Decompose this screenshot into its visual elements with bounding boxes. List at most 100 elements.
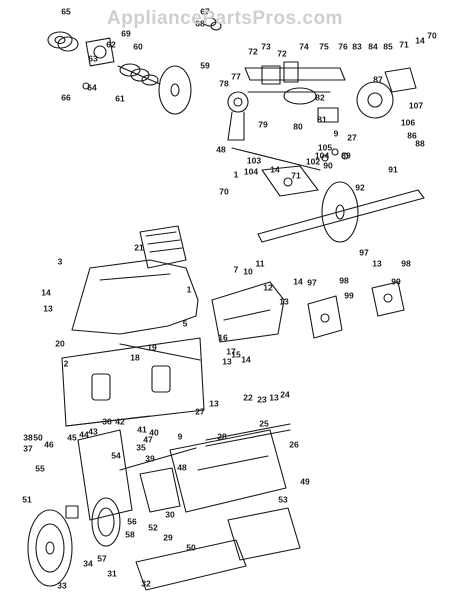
callout-label: 82	[315, 92, 325, 102]
callout-label: 51	[22, 494, 32, 504]
gear-shaft-assembly	[227, 61, 417, 197]
callout-label: 76	[338, 41, 348, 51]
callout-label: 32	[141, 578, 151, 588]
callout-label: 41	[137, 424, 147, 434]
callout-label: 55	[35, 463, 45, 473]
callout-label: 104	[315, 150, 329, 160]
callout-label: 19	[147, 342, 157, 352]
callout-label: 1	[187, 284, 192, 294]
callout-label: 14	[293, 276, 303, 286]
callout-label: 77	[231, 71, 241, 81]
callout-label: 78	[219, 78, 229, 88]
callout-label: 48	[216, 144, 226, 154]
discharge-chute	[139, 429, 287, 513]
callout-label: 9	[334, 128, 339, 138]
callout-label: 85	[383, 41, 393, 51]
callout-label: 13	[372, 258, 382, 268]
engine	[139, 225, 187, 269]
callout-label: 105	[318, 142, 332, 152]
callout-label: 83	[352, 41, 362, 51]
callout-label: 34	[83, 558, 93, 568]
callout-label: 43	[88, 426, 98, 436]
callout-label: 33	[57, 580, 67, 590]
callout-label: 71	[291, 170, 301, 180]
callout-label: 15	[231, 349, 241, 359]
small-gear-set	[203, 17, 222, 31]
callout-label: 42	[115, 416, 125, 426]
callout-label: 97	[359, 247, 369, 257]
callout-label: 86	[407, 130, 417, 140]
callout-label: 40	[149, 427, 159, 437]
callout-label: 46	[44, 439, 54, 449]
callout-label: 56	[127, 516, 137, 526]
callout-label: 79	[258, 119, 268, 129]
callout-label: 102	[306, 156, 320, 166]
callout-label: 13	[209, 398, 219, 408]
callout-label: 22	[243, 392, 253, 402]
callout-label: 88	[415, 138, 425, 148]
callout-label: 12	[263, 282, 273, 292]
engine-pulley-assembly	[47, 31, 192, 115]
callout-label: 69	[121, 28, 131, 38]
callout-label: 30	[165, 509, 175, 519]
callout-label: 89	[341, 150, 351, 160]
main-frame	[61, 337, 205, 427]
callout-label: 70	[427, 30, 437, 40]
callout-label: 65	[61, 6, 71, 16]
callout-label: 29	[163, 532, 173, 542]
callout-label: 17	[226, 346, 236, 356]
callout-label: 53	[278, 494, 288, 504]
callout-label: 2	[64, 358, 69, 368]
callout-label: 27	[347, 132, 357, 142]
callout-label: 9	[178, 431, 183, 441]
callout-label: 107	[409, 100, 423, 110]
callout-label: 92	[355, 182, 365, 192]
callout-label: 70	[219, 186, 229, 196]
callout-label: 81	[317, 114, 327, 124]
callout-label: 14	[41, 287, 51, 297]
callout-label: 13	[279, 296, 289, 306]
callout-label: 98	[401, 258, 411, 268]
callout-label: 71	[399, 39, 409, 49]
callout-label: 84	[368, 41, 378, 51]
watermark-text: AppliancePartsPros.com	[107, 8, 343, 29]
callout-label: 103	[247, 155, 261, 165]
callout-label: 59	[200, 60, 210, 70]
callout-label: 45	[67, 432, 77, 442]
callout-label: 5	[183, 318, 188, 328]
callout-label: 97	[307, 277, 317, 287]
callout-label: 67	[200, 6, 210, 16]
callout-label: 21	[134, 242, 144, 252]
callout-label: 91	[388, 164, 398, 174]
callout-label: 54	[111, 450, 121, 460]
callout-label: 104	[244, 166, 258, 176]
callout-label: 99	[391, 276, 401, 286]
callout-label: 20	[55, 338, 65, 348]
callout-label: 14	[270, 164, 280, 174]
callout-label: 13	[222, 356, 232, 366]
callout-label: 14	[415, 35, 425, 45]
callout-label: 13	[269, 392, 279, 402]
callout-label: 99	[344, 290, 354, 300]
callout-label: 49	[300, 476, 310, 486]
side-bracket	[211, 281, 285, 343]
callout-label: 13	[43, 303, 53, 313]
callout-label: 25	[259, 418, 269, 428]
callout-label: 7	[234, 264, 239, 274]
callout-label: 61	[115, 93, 125, 103]
callout-label: 68	[195, 18, 205, 28]
callout-label: 57	[97, 553, 107, 563]
callout-label: 75	[319, 41, 329, 51]
callout-label: 90	[323, 160, 333, 170]
auger-housing-cover	[71, 259, 199, 335]
callout-label: 64	[87, 82, 97, 92]
callout-label: 48	[177, 462, 187, 472]
callout-label: 14	[241, 354, 251, 364]
callout-label: 36	[102, 416, 112, 426]
callout-label: 74	[299, 41, 309, 51]
callout-label: 62	[106, 39, 116, 49]
callout-label: 27	[195, 406, 205, 416]
callout-label: 18	[130, 352, 140, 362]
callout-label: 73	[261, 41, 271, 51]
